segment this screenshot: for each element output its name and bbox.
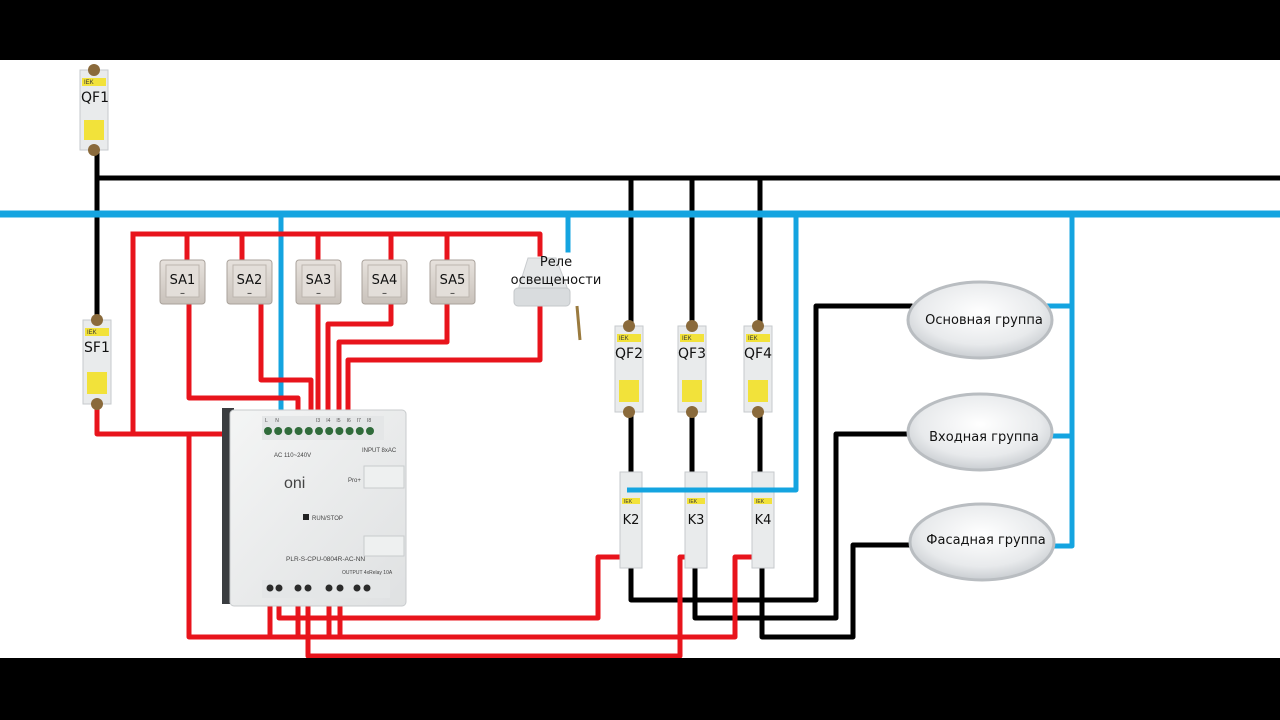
plc-terminal: [345, 427, 354, 435]
breaker-label: SF1: [84, 340, 110, 356]
diagram-svg: IEK QF1 IEK SF1 IEK QF2 IEK QF3 IEK QF4: [0, 64, 1280, 658]
plc-terminal-label: I3: [316, 418, 320, 424]
switch-label: SA2: [237, 273, 263, 288]
switch-label: SA3: [306, 273, 332, 288]
switch-label: SA5: [440, 273, 466, 288]
plc-terminal: [284, 427, 293, 435]
breaker-label: QF3: [678, 346, 706, 362]
relay-label-line2: освещености: [511, 273, 602, 288]
brand-label: IEK: [87, 330, 97, 336]
terminal-block-bottom: [266, 584, 371, 592]
plc-terminal-label: I8: [367, 418, 371, 424]
sa2-to-plc: [258, 301, 314, 431]
switch-mark: –: [382, 288, 387, 299]
plc-run-stop-label: RUN/STOP: [312, 516, 343, 522]
plc-terminal: [355, 427, 364, 435]
lamp-label: Входная группа: [929, 430, 1039, 445]
sa4-to-plc: [325, 301, 394, 431]
plc-power-label: AC 110~240V: [274, 453, 311, 459]
switch-sa2: SA2 –: [226, 259, 273, 305]
plc-terminal-label: I7: [357, 418, 361, 424]
lamp-facade-group: Фасадная группа: [908, 502, 1056, 582]
plc-terminal: [264, 427, 272, 435]
switch-mark: –: [316, 288, 321, 299]
contactor-k4: IEK K4: [751, 471, 775, 569]
k3-to-entry-lamp: [692, 431, 913, 621]
k2-to-main-lamp: [628, 303, 913, 603]
switch-sa1: SA1 –: [159, 259, 206, 305]
plc-terminal: [335, 427, 344, 435]
breaker-label: QF2: [615, 346, 643, 362]
brand-label: IEK: [84, 80, 94, 86]
run-stop-indicator: [303, 514, 309, 520]
plc-controller: L N I3 I4 I5 I6 I7 I8 AC 110~240V INPUT 8xAC on…: [222, 408, 407, 607]
plc-terminal-label: I5: [336, 418, 340, 424]
brand-label: IEK: [619, 336, 629, 342]
switch-sa4: SA4 –: [361, 259, 408, 305]
terminal-block-top: L N I3 I4 I5 I6 I7 I8: [264, 418, 374, 435]
control-bus: [130, 231, 543, 257]
plc-terminal: [304, 427, 313, 435]
plc-output-label: OUTPUT 4xRelay 10A: [342, 570, 393, 576]
brand-label: IEK: [689, 499, 698, 505]
relay-to-plc: [345, 303, 543, 431]
breaker-qf3: IEK QF3: [677, 320, 707, 418]
breaker-qf1: IEK QF1: [79, 64, 109, 156]
switch-sa5: SA5 –: [429, 259, 476, 305]
brand-label: IEK: [748, 336, 758, 342]
neutral-to-lamps: [1045, 211, 1075, 549]
breaker-label: QF4: [744, 346, 772, 362]
plc-terminal-label: I6: [347, 418, 351, 424]
switch-mark: –: [450, 288, 455, 299]
plc-brand-logo: oni: [284, 475, 305, 492]
plc-terminal-label: L: [265, 418, 268, 424]
lamp-main-group: Основная группа: [906, 280, 1054, 360]
contactor-label: K3: [688, 513, 705, 528]
sa5-to-plc: [336, 301, 450, 431]
brand-label: IEK: [682, 336, 692, 342]
brand-label: IEK: [756, 499, 765, 505]
plc-terminal: [366, 427, 374, 435]
plc-pro-label: Pro+: [348, 478, 361, 484]
plc-terminal: [325, 427, 334, 435]
switch-label: SA1: [170, 273, 196, 288]
lamp-label: Основная группа: [925, 313, 1043, 328]
plc-terminal: [315, 427, 323, 435]
contactor-k3: IEK K3: [684, 471, 708, 569]
relay-label-line1: Реле: [540, 255, 572, 270]
k4-to-facade-lamp: [759, 542, 915, 640]
contactor-k2: IEK K2: [619, 471, 643, 569]
breaker-qf4: IEK QF4: [743, 320, 773, 418]
contactor-label: K2: [623, 513, 640, 528]
switch-sa3: SA3 –: [295, 259, 342, 305]
plc-terminal-label: N: [275, 418, 279, 424]
lamp-entry-group: Входная группа: [906, 392, 1054, 472]
plc-input-label: INPUT 8xAC: [362, 448, 397, 454]
breaker-label: QF1: [81, 90, 109, 106]
wiring-diagram: IEK QF1 IEK SF1 IEK QF2 IEK QF3 IEK QF4: [0, 60, 1280, 658]
breaker-sf1: IEK SF1: [82, 314, 112, 410]
light-sensor-relay: Реле освещености: [511, 255, 602, 341]
plc-terminal: [294, 427, 303, 435]
switch-mark: –: [247, 288, 252, 299]
plc-model-label: PLR-S-CPU-0804R-AC-NN: [286, 556, 365, 563]
breaker-qf2: IEK QF2: [614, 320, 644, 418]
switch-label: SA4: [372, 273, 398, 288]
contactor-label: K4: [755, 513, 772, 528]
plc-terminal-label: I4: [326, 418, 330, 424]
lamp-label: Фасадная группа: [926, 533, 1045, 548]
brand-label: IEK: [624, 499, 633, 505]
switch-mark: –: [180, 288, 185, 299]
plc-terminal: [274, 427, 283, 435]
